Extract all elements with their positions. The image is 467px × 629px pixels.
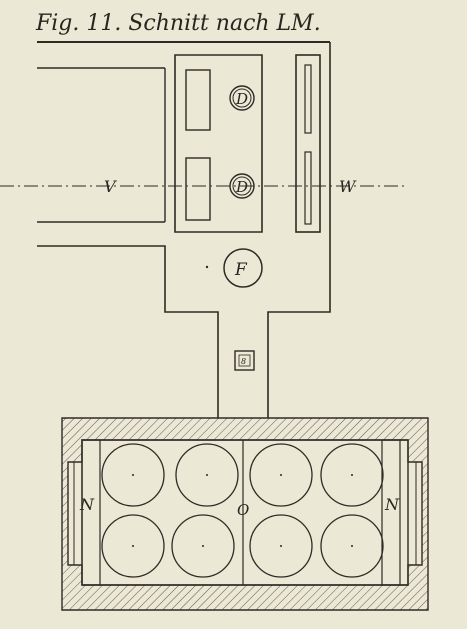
small-marker-box — [234, 350, 255, 371]
pipe-D-upper-inner — [232, 88, 252, 108]
label-F: F — [234, 260, 248, 280]
right-channel-lower-slot — [304, 151, 312, 225]
casing-right-edge — [267, 42, 331, 418]
retort-center-dots — [132, 474, 353, 547]
retort-circle — [101, 514, 165, 578]
lower-slot — [185, 157, 211, 221]
right-channel-upper-slot — [304, 64, 312, 134]
label-N-left: N — [79, 495, 95, 514]
retort-circle — [171, 514, 235, 578]
casing-left-edge — [37, 245, 219, 418]
side-panel-N-left — [81, 439, 101, 586]
reference-dot — [205, 265, 209, 269]
right-channel — [295, 54, 321, 233]
pipe-D-upper-outer — [229, 85, 255, 111]
label-D-lower: D — [235, 178, 248, 196]
pipe-F — [223, 248, 263, 288]
label-W: W — [339, 177, 357, 196]
label-N-right: N — [384, 495, 400, 514]
small-marker-text: 8 — [241, 357, 246, 366]
chamber-V-outline — [37, 67, 166, 223]
label-O: O — [237, 501, 249, 519]
central-block — [174, 54, 263, 233]
figure-title: Fig. 11. Schnitt nach LM. — [35, 11, 321, 36]
retort-circle — [249, 443, 313, 507]
label-V: V — [104, 177, 117, 196]
side-panel-N-right — [381, 439, 401, 586]
upper-slot — [185, 69, 211, 131]
retort-circle — [320, 443, 384, 507]
retort-circle — [249, 514, 313, 578]
retort-circle — [101, 443, 165, 507]
retort-circle — [175, 443, 239, 507]
small-marker-inner — [238, 354, 251, 367]
retort-circle — [320, 514, 384, 578]
label-D-upper: D — [235, 90, 248, 108]
